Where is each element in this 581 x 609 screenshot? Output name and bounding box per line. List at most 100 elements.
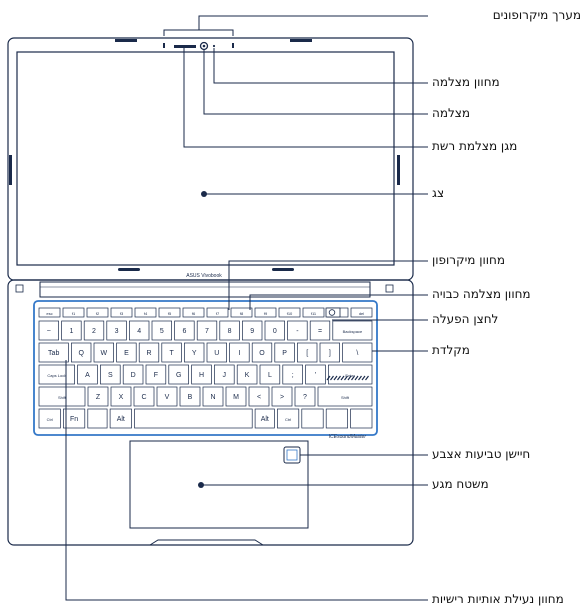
key-label: 6: [182, 328, 186, 335]
key: [134, 307, 157, 318]
key: [129, 320, 150, 341]
display-screen: [16, 51, 395, 266]
key-label: esc: [46, 311, 52, 316]
key-label: [: [306, 350, 308, 357]
key: [87, 408, 108, 429]
label-touchpad: משטח מגע: [432, 477, 489, 491]
key-label: F: [154, 372, 158, 379]
key: [110, 386, 132, 407]
key: [230, 307, 253, 318]
key-label: f11: [311, 311, 317, 316]
key: [38, 307, 61, 318]
key: [77, 364, 98, 385]
key: [182, 307, 205, 318]
key-label: H: [199, 372, 204, 379]
key-label: =: [318, 328, 322, 335]
key: [332, 320, 373, 341]
label-camera-shield: מגן מצלמת רשת: [432, 139, 518, 153]
key-label: f2: [96, 311, 100, 316]
key: [71, 342, 92, 363]
key: [248, 386, 270, 407]
key-label: Ctrl: [47, 417, 53, 422]
key-label: S: [108, 372, 113, 379]
key: [202, 386, 224, 407]
key: [63, 408, 86, 429]
key-label: ;: [292, 372, 294, 379]
enter-hatch: [326, 375, 369, 381]
base-front-notch: [149, 539, 264, 546]
key-label: 3: [115, 328, 119, 335]
key: [38, 408, 61, 429]
key-label: ]: [329, 350, 331, 357]
callout-lines: [65, 15, 428, 601]
key-label: O: [259, 350, 265, 357]
key: [151, 320, 172, 341]
key: [254, 307, 277, 318]
mic-hole: [163, 43, 165, 48]
laptop-base: [7, 279, 414, 546]
key-label: 2: [92, 328, 96, 335]
lid-side-mark: [9, 155, 12, 185]
key-label: G: [176, 372, 181, 379]
key: [62, 307, 85, 318]
key-label: Caps Lock: [47, 373, 66, 378]
key-label: Backspace: [343, 329, 363, 334]
camera-shield: [174, 45, 196, 48]
key: [236, 364, 258, 385]
brand-text: ASUS Vivobook: [186, 273, 222, 279]
label-camera: מצלמה: [432, 106, 471, 120]
label-display: צג: [432, 186, 445, 200]
key: [294, 386, 316, 407]
key: [158, 307, 181, 318]
key: [61, 320, 82, 341]
lid-hinge-mark: [115, 39, 137, 42]
camera-lens-inner: [202, 44, 206, 48]
key-label: 8: [228, 328, 232, 335]
lid-side-mark: [397, 155, 400, 185]
key: [83, 320, 105, 341]
key-label: 4: [137, 328, 141, 335]
key: [116, 342, 137, 363]
key-label: ~: [47, 328, 51, 335]
key-label: J: [223, 372, 227, 379]
key: [350, 307, 373, 318]
key-label: Shift: [58, 395, 67, 400]
key: [278, 307, 301, 318]
key-label: f8: [240, 311, 244, 316]
key: [301, 408, 324, 429]
key-label: Alt: [261, 416, 269, 423]
key-label: Z: [96, 394, 101, 401]
key: [317, 386, 373, 407]
key-label: 9: [250, 328, 254, 335]
base-corner: [385, 284, 394, 293]
key-label: M: [233, 394, 239, 401]
key: [254, 408, 275, 429]
label-fingerprint: חיישן טביעות אצבע: [432, 447, 531, 461]
key-label: K: [245, 372, 250, 379]
key-label: 0: [273, 328, 277, 335]
key: [206, 342, 227, 363]
key: [38, 342, 69, 363]
key-label: f1: [72, 311, 76, 316]
key: [328, 364, 373, 385]
key-label: 7: [205, 328, 209, 335]
key: [242, 320, 263, 341]
key-label: L: [268, 372, 272, 379]
camera-lens: [199, 41, 209, 51]
key: [133, 386, 155, 407]
key-label: Enter: [345, 373, 355, 378]
label-keyboard: מקלדת: [432, 343, 470, 357]
callout-mic-indicator: [228, 260, 428, 310]
key-label: >: [280, 394, 284, 401]
label-camera-indicator: מחוון מצלמה: [432, 75, 500, 89]
key-label: f9: [264, 311, 268, 316]
key: [109, 408, 132, 429]
label-mic-array: מערך מיקרופונים: [492, 8, 581, 22]
label-mic-indicator: מחוון מיקרופון: [432, 253, 506, 267]
label-capslock-indicator: מחוון נעילת אותיות רישיות: [432, 592, 564, 606]
key: [302, 307, 325, 318]
key: [271, 386, 293, 407]
lid-hinge-mark: [290, 39, 312, 42]
key-label: V: [165, 394, 170, 401]
hinge: [39, 281, 371, 298]
